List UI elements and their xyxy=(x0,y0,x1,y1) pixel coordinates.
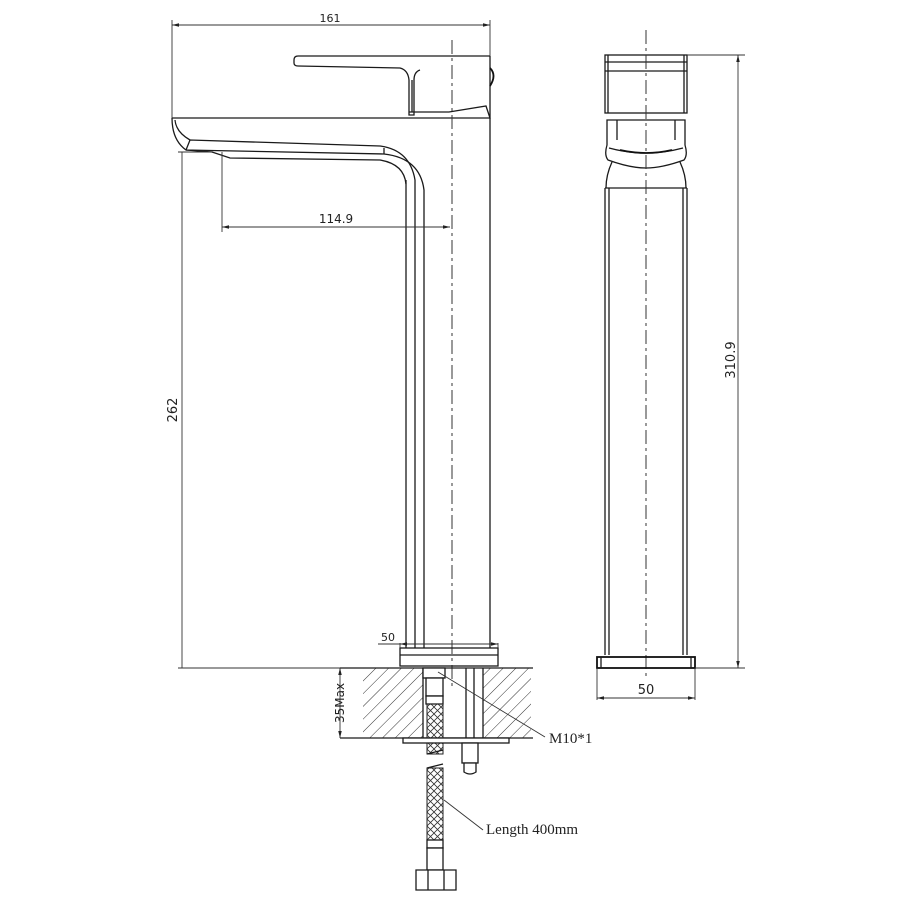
installation-section: 35Max M10*1 Length 400mm xyxy=(333,667,592,891)
dim-spout-reach: 114.9 xyxy=(319,212,353,226)
dim-overall-height: 310.9 xyxy=(724,341,739,378)
front-view: 310.9 50 xyxy=(596,30,745,700)
dim-counter-thickness: 35Max xyxy=(333,683,347,723)
dim-base-side: 50 xyxy=(381,631,395,644)
hose-length-label: Length 400mm xyxy=(486,822,578,838)
dim-spout-height: 262 xyxy=(166,398,181,423)
side-view: 161 114.9 262 50 xyxy=(166,12,499,690)
dim-overall-width: 161 xyxy=(320,12,341,25)
thread-label: M10*1 xyxy=(549,731,592,747)
dim-base-front: 50 xyxy=(638,683,655,698)
